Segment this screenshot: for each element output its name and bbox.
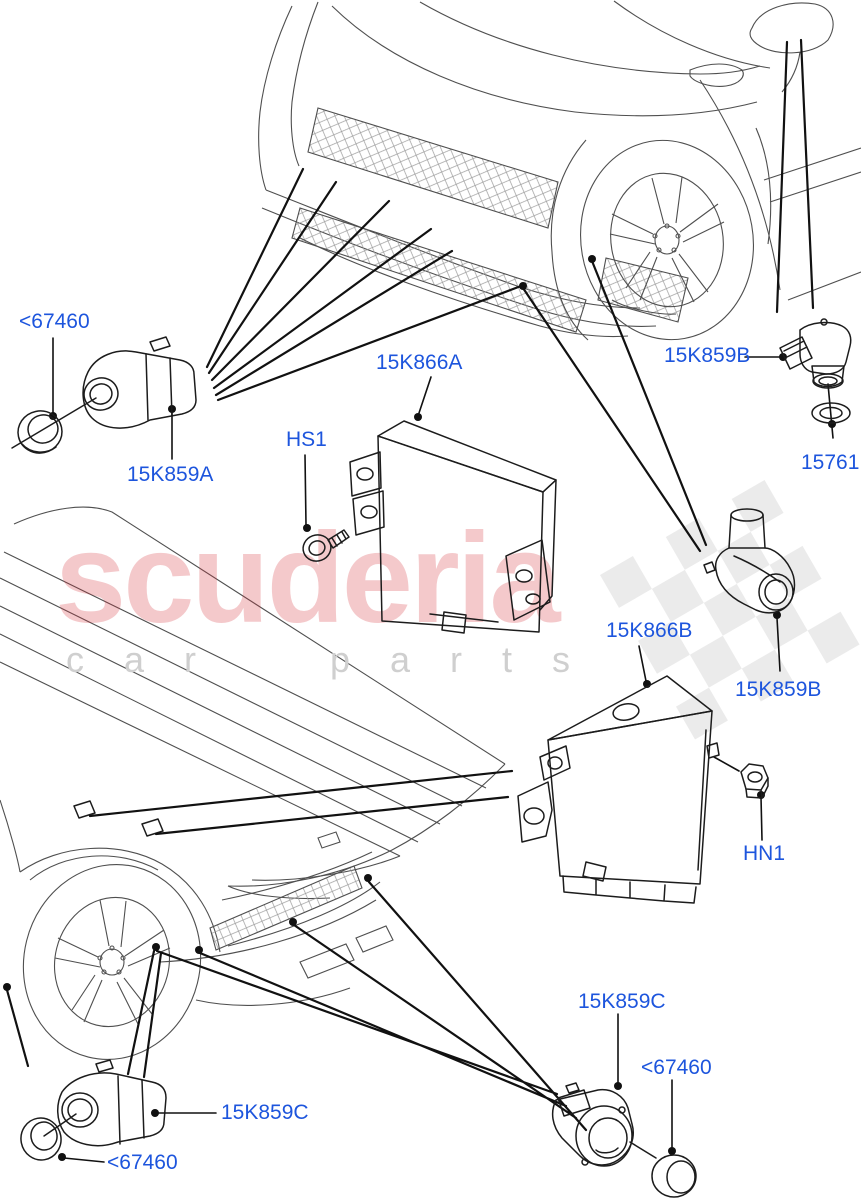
rear-car-illustration	[0, 506, 506, 1060]
part-label-hs1[interactable]: HS1	[286, 428, 327, 451]
sensor-15k859c-right-drawing	[551, 1082, 697, 1198]
checkered-flag-watermark	[600, 480, 860, 740]
part-label-hn1[interactable]: HN1	[743, 842, 786, 865]
part-label-15k859b-2[interactable]: 15K859B	[735, 678, 822, 701]
part-label-15k859a[interactable]: 15K859A	[127, 463, 214, 486]
part-label-67460-rear-right[interactable]: <67460	[641, 1056, 712, 1079]
front-wheel	[579, 139, 755, 341]
module-15k866a-drawing	[349, 420, 557, 634]
sensor-15k859b-drawing	[779, 318, 852, 424]
part-label-67460-rear-left[interactable]: <67460	[107, 1151, 178, 1174]
module-15k866b-drawing	[517, 675, 720, 904]
part-label-15k859c-left[interactable]: 15K859C	[221, 1101, 309, 1124]
nut-hn1-drawing	[740, 763, 769, 799]
part-label-15k859c-right[interactable]: 15K859C	[578, 990, 666, 1013]
part-label-15k866b[interactable]: 15K866B	[606, 619, 693, 642]
sensor-15k859a-drawing	[11, 336, 197, 454]
front-car-illustration	[258, 0, 861, 341]
rear-wheel	[22, 864, 202, 1060]
sensor-15k859c-left-drawing	[20, 1059, 167, 1161]
screw-hs1-drawing	[302, 529, 350, 562]
part-label-15761[interactable]: 15761	[801, 451, 860, 474]
sensor-15k859b-2-drawing	[703, 508, 796, 614]
leader-lines	[3, 38, 836, 1163]
part-label-15k859b[interactable]: 15K859B	[664, 344, 751, 367]
part-label-15k866a[interactable]: 15K866A	[376, 351, 463, 374]
part-label-67460-front[interactable]: <67460	[19, 310, 90, 333]
watermark-sub-text: car parts	[66, 639, 610, 680]
leader-dots	[3, 255, 836, 1161]
